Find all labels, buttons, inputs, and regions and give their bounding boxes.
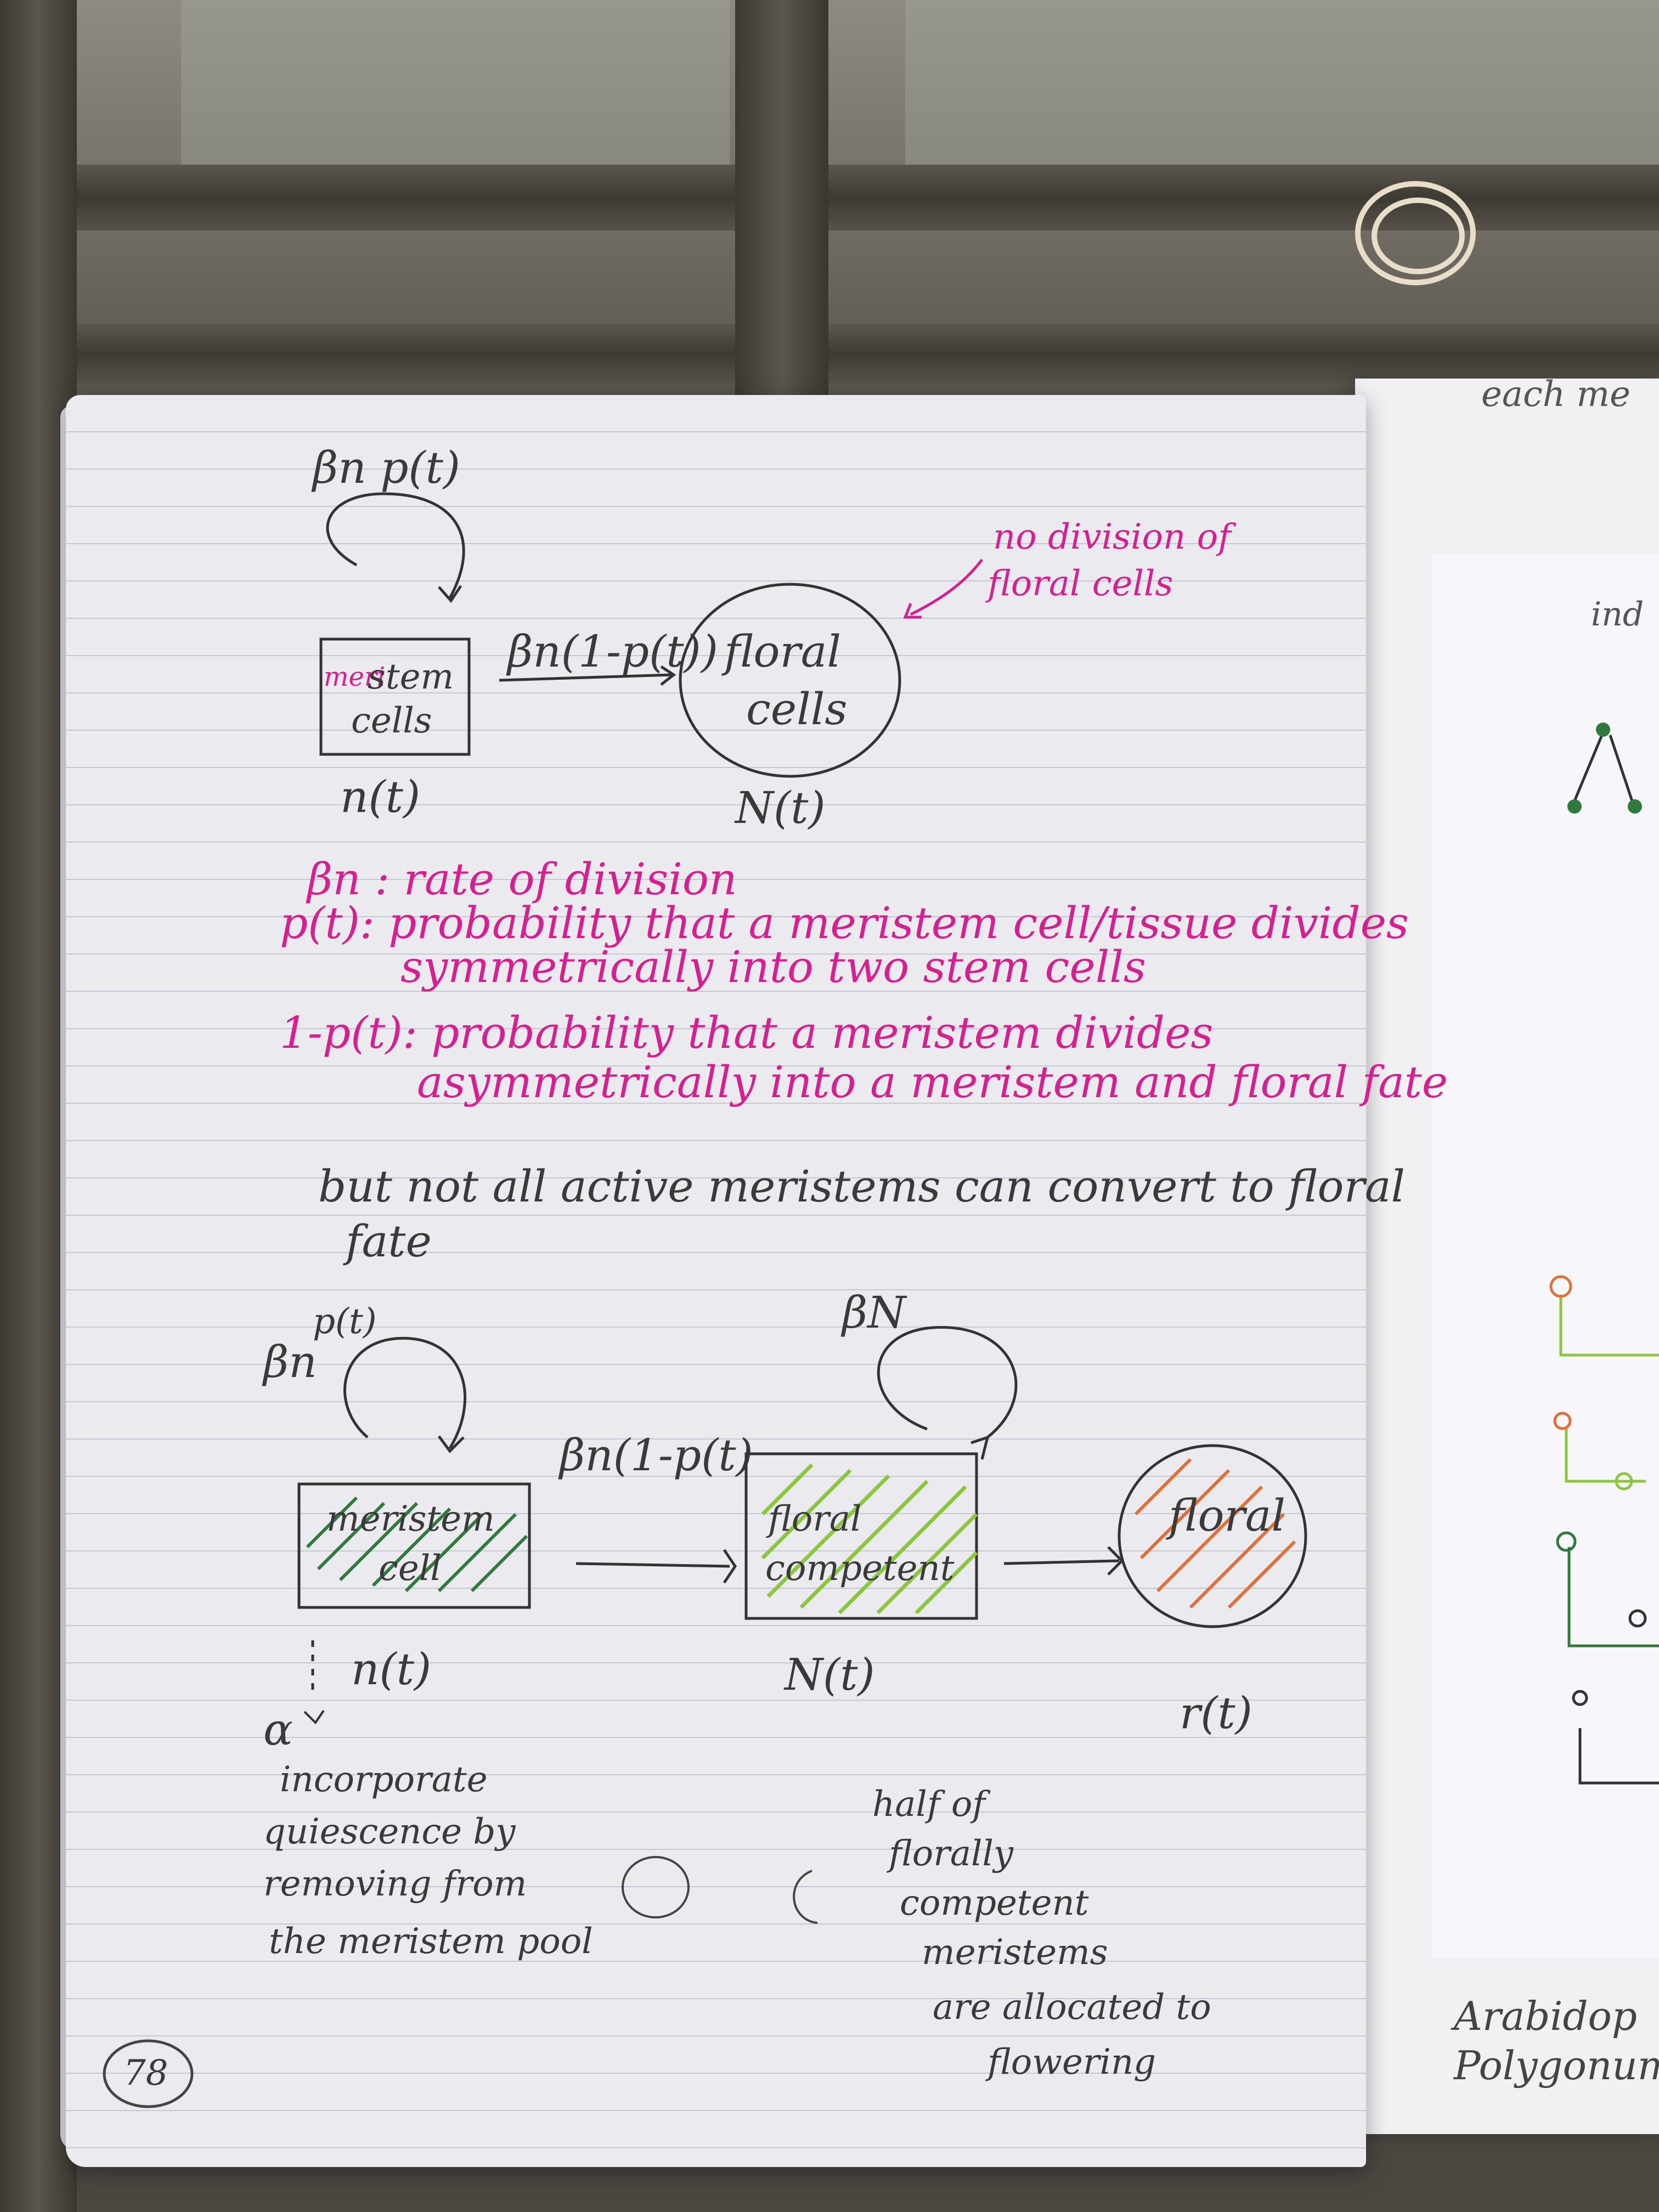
top-N-label: N(t) [734, 782, 826, 833]
doodle-arc [793, 1870, 818, 1924]
bottom-transition-rate: βn(1-p(t) [558, 1430, 753, 1481]
rubber-bands [1372, 198, 1465, 274]
competent-hatching [761, 1463, 978, 1615]
definition-3: symmetrically into two stem cells [400, 941, 1146, 992]
bottom-meristem-box [297, 1482, 531, 1609]
tree-diagram-bottom [1549, 1275, 1659, 1785]
top-self-loop [326, 492, 465, 599]
bottom-floral-label: floral [1166, 1490, 1285, 1541]
right-page-insert [1432, 554, 1659, 1959]
left-note-line2: quiescence by [263, 1812, 516, 1852]
bottom-self-loop-arrowhead [437, 1435, 465, 1453]
note-arrowhead [903, 603, 922, 619]
top-transition-arrow [499, 673, 673, 682]
middle-text-line1: but not all active meristems can convert… [318, 1161, 1405, 1212]
right-insert-top: ind [1591, 595, 1644, 634]
floral-hatching [1134, 1458, 1296, 1609]
page-number: 78 [123, 2053, 168, 2094]
competent-line2: competent [765, 1548, 955, 1589]
note-arrow [910, 558, 983, 616]
competent-self-rate: βN [840, 1287, 907, 1338]
bottom-meristem-line2: cell [379, 1548, 442, 1589]
alpha-label: α [263, 1704, 293, 1755]
competent-self-loop-arrowhead [970, 1435, 990, 1460]
competent-line1: floral [766, 1499, 861, 1539]
floral-cells-line2: cells [746, 684, 847, 735]
competent-self-loop [877, 1326, 1018, 1438]
competent-box [744, 1452, 978, 1620]
floral-transition-arrow [1003, 1559, 1120, 1565]
top-n-label: n(t) [340, 771, 420, 822]
window-glass-right [905, 0, 1659, 165]
right-page-bottom-line2: Polygonum [1453, 2042, 1659, 2089]
top-transition-rate: βn(1-p(t)) [506, 626, 718, 677]
definition-2: p(t): probability that a meristem cell/t… [280, 898, 1409, 949]
bottom-self-rate-p: p(t) [313, 1301, 377, 1342]
bottom-self-loop [343, 1336, 467, 1449]
wooden-post [735, 0, 828, 406]
left-note-line3: removing from [263, 1864, 527, 1904]
note-line1: no division of [993, 517, 1237, 557]
right-note-line3: competent [900, 1883, 1089, 1923]
window-glass [181, 0, 730, 165]
right-note-line1: half of [872, 1784, 991, 1825]
bottom-N-label: N(t) [783, 1649, 875, 1700]
bottom-transition-arrow [575, 1562, 730, 1568]
top-self-loop-arrowhead [438, 585, 462, 603]
bottom-transition-arrowhead [723, 1549, 737, 1584]
definition-5: asymmetrically into a meristem and flora… [417, 1057, 1448, 1108]
definition-4: 1-p(t): probability that a meristem divi… [280, 1007, 1213, 1058]
meristem-hatching [306, 1496, 528, 1593]
bottom-meristem-line1: meristem [326, 1499, 495, 1539]
rubber-bands [1355, 181, 1476, 285]
top-self-rate: βn p(t) [311, 442, 460, 493]
right-note-line2: florally [887, 1833, 1014, 1874]
wooden-slat [0, 324, 1659, 384]
middle-text-line2: fate [343, 1216, 432, 1267]
top-floral-circle [679, 583, 901, 778]
right-note-line5: are allocated to [933, 1987, 1211, 2028]
right-page-top: each me [1481, 374, 1630, 415]
page-number-circle [103, 2039, 194, 2108]
bottom-n-label: n(t) [351, 1644, 431, 1695]
bottom-floral-circle [1118, 1444, 1307, 1628]
tree-diagram-top [1567, 723, 1642, 814]
floral-cells-line1: floral [721, 626, 841, 677]
right-note-line6: flowering [985, 2042, 1156, 2083]
right-note-line4: meristems [922, 1932, 1108, 1973]
left-note-line1: incorporate [280, 1759, 488, 1800]
bottom-self-rate-beta: βn [262, 1336, 317, 1387]
bottom-r-label: r(t) [1180, 1688, 1252, 1739]
top-transition-arrowhead [660, 665, 676, 686]
doodle-circle [622, 1856, 690, 1918]
right-page-bottom-line1: Arabidop [1451, 1993, 1637, 2039]
meristem-cells-label: cells [351, 701, 432, 741]
definition-1: βn : rate of division [306, 854, 737, 905]
top-meristem-box [319, 637, 471, 756]
meristem-label: stem [368, 657, 454, 697]
left-note-line4: the meristem pool [269, 1921, 593, 1962]
note-line2: floral cells [985, 563, 1173, 604]
meristem-label-pink: meri [324, 662, 385, 692]
quiescence-arrowhead [303, 1709, 325, 1725]
notebook-page [66, 395, 1366, 2167]
